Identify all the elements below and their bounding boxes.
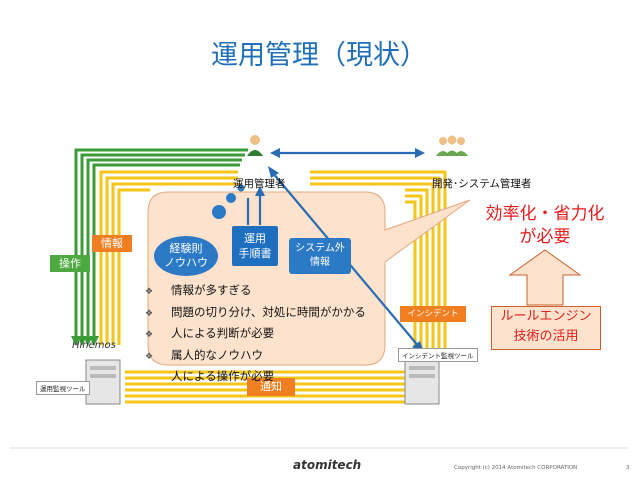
outside-system-line-1: システム外 [295, 243, 345, 254]
bullet-marker: ❖ [145, 330, 154, 340]
incident-tool-label: インシデント監視ツール [398, 348, 478, 362]
issue-item: ❖問題の切り分け、対処に時間がかかる [145, 303, 366, 325]
issue-item: 人による操作が必要 [171, 369, 275, 383]
thought-dots [212, 184, 245, 219]
incident-badge: インシデント [400, 306, 466, 322]
thought-bubble-shape [147, 191, 471, 366]
solution-box: ルールエンジン 技術の活用 [491, 306, 601, 350]
notify-badge: 通知 [247, 378, 295, 396]
goal-line-1: 効率化・省力化 [485, 204, 605, 224]
issue-item: ❖情報が多すぎる [145, 281, 366, 303]
dev-manager-label: 開発･システム管理者 [432, 178, 532, 190]
procedure-line-2: 手順書 [238, 247, 272, 260]
group-icon [436, 135, 468, 156]
page-number: 3 [626, 465, 630, 471]
experience-line-1: 経験則 [169, 242, 203, 255]
experience-text: 経験則 ノウハウ [152, 242, 220, 270]
bullet-marker: ❖ [145, 287, 154, 297]
bullet-marker: ❖ [145, 308, 154, 319]
experience-cloud [154, 236, 218, 276]
copyright-text: Copyright (c) 2014 Atomitech CORPORATION [454, 465, 578, 471]
outside-system-line-2: 情報 [310, 257, 330, 268]
issue-item: ❖人による判断が必要 [145, 324, 366, 346]
solution-line-1: ルールエンジン [500, 309, 592, 324]
monitor-tool-label: 運用監視ツール [36, 381, 90, 395]
goal-text: 効率化・省力化 が必要 [470, 203, 620, 249]
server-icon-left [85, 359, 121, 405]
ops-manager-label: 運用管理者 [233, 178, 286, 190]
atomitech-logo: atomitech [293, 458, 362, 472]
up-arrow [508, 249, 582, 306]
procedure-line-1: 運用 [244, 232, 266, 245]
bullet-marker: ❖ [145, 351, 154, 362]
yellow-lines-right [310, 170, 447, 355]
person-icon [247, 135, 263, 156]
green-arrowheads [71, 336, 99, 346]
info-badge: 情報 [92, 235, 132, 252]
solution-line-2: 技術の活用 [513, 329, 579, 344]
issue-item: ❖属人的なノウハウ [145, 346, 366, 368]
page-title: 運用管理（現状） [211, 40, 427, 71]
server-icon-right [404, 359, 440, 405]
experience-line-2: ノウハウ [164, 256, 208, 269]
outside-system-info: システム外 情報 [289, 238, 351, 274]
goal-line-2: が必要 [519, 227, 571, 247]
yellow-info-lines-left [99, 170, 238, 345]
issue-list: ❖情報が多すぎる ❖問題の切り分け、対処に時間がかかる ❖人による判断が必要 ❖… [145, 281, 366, 387]
hinemos-logo: Hinemos [72, 340, 116, 351]
procedure-doc: 運用 手順書 [232, 226, 278, 266]
green-operation-lines [74, 148, 248, 340]
operation-badge: 操作 [50, 255, 90, 272]
